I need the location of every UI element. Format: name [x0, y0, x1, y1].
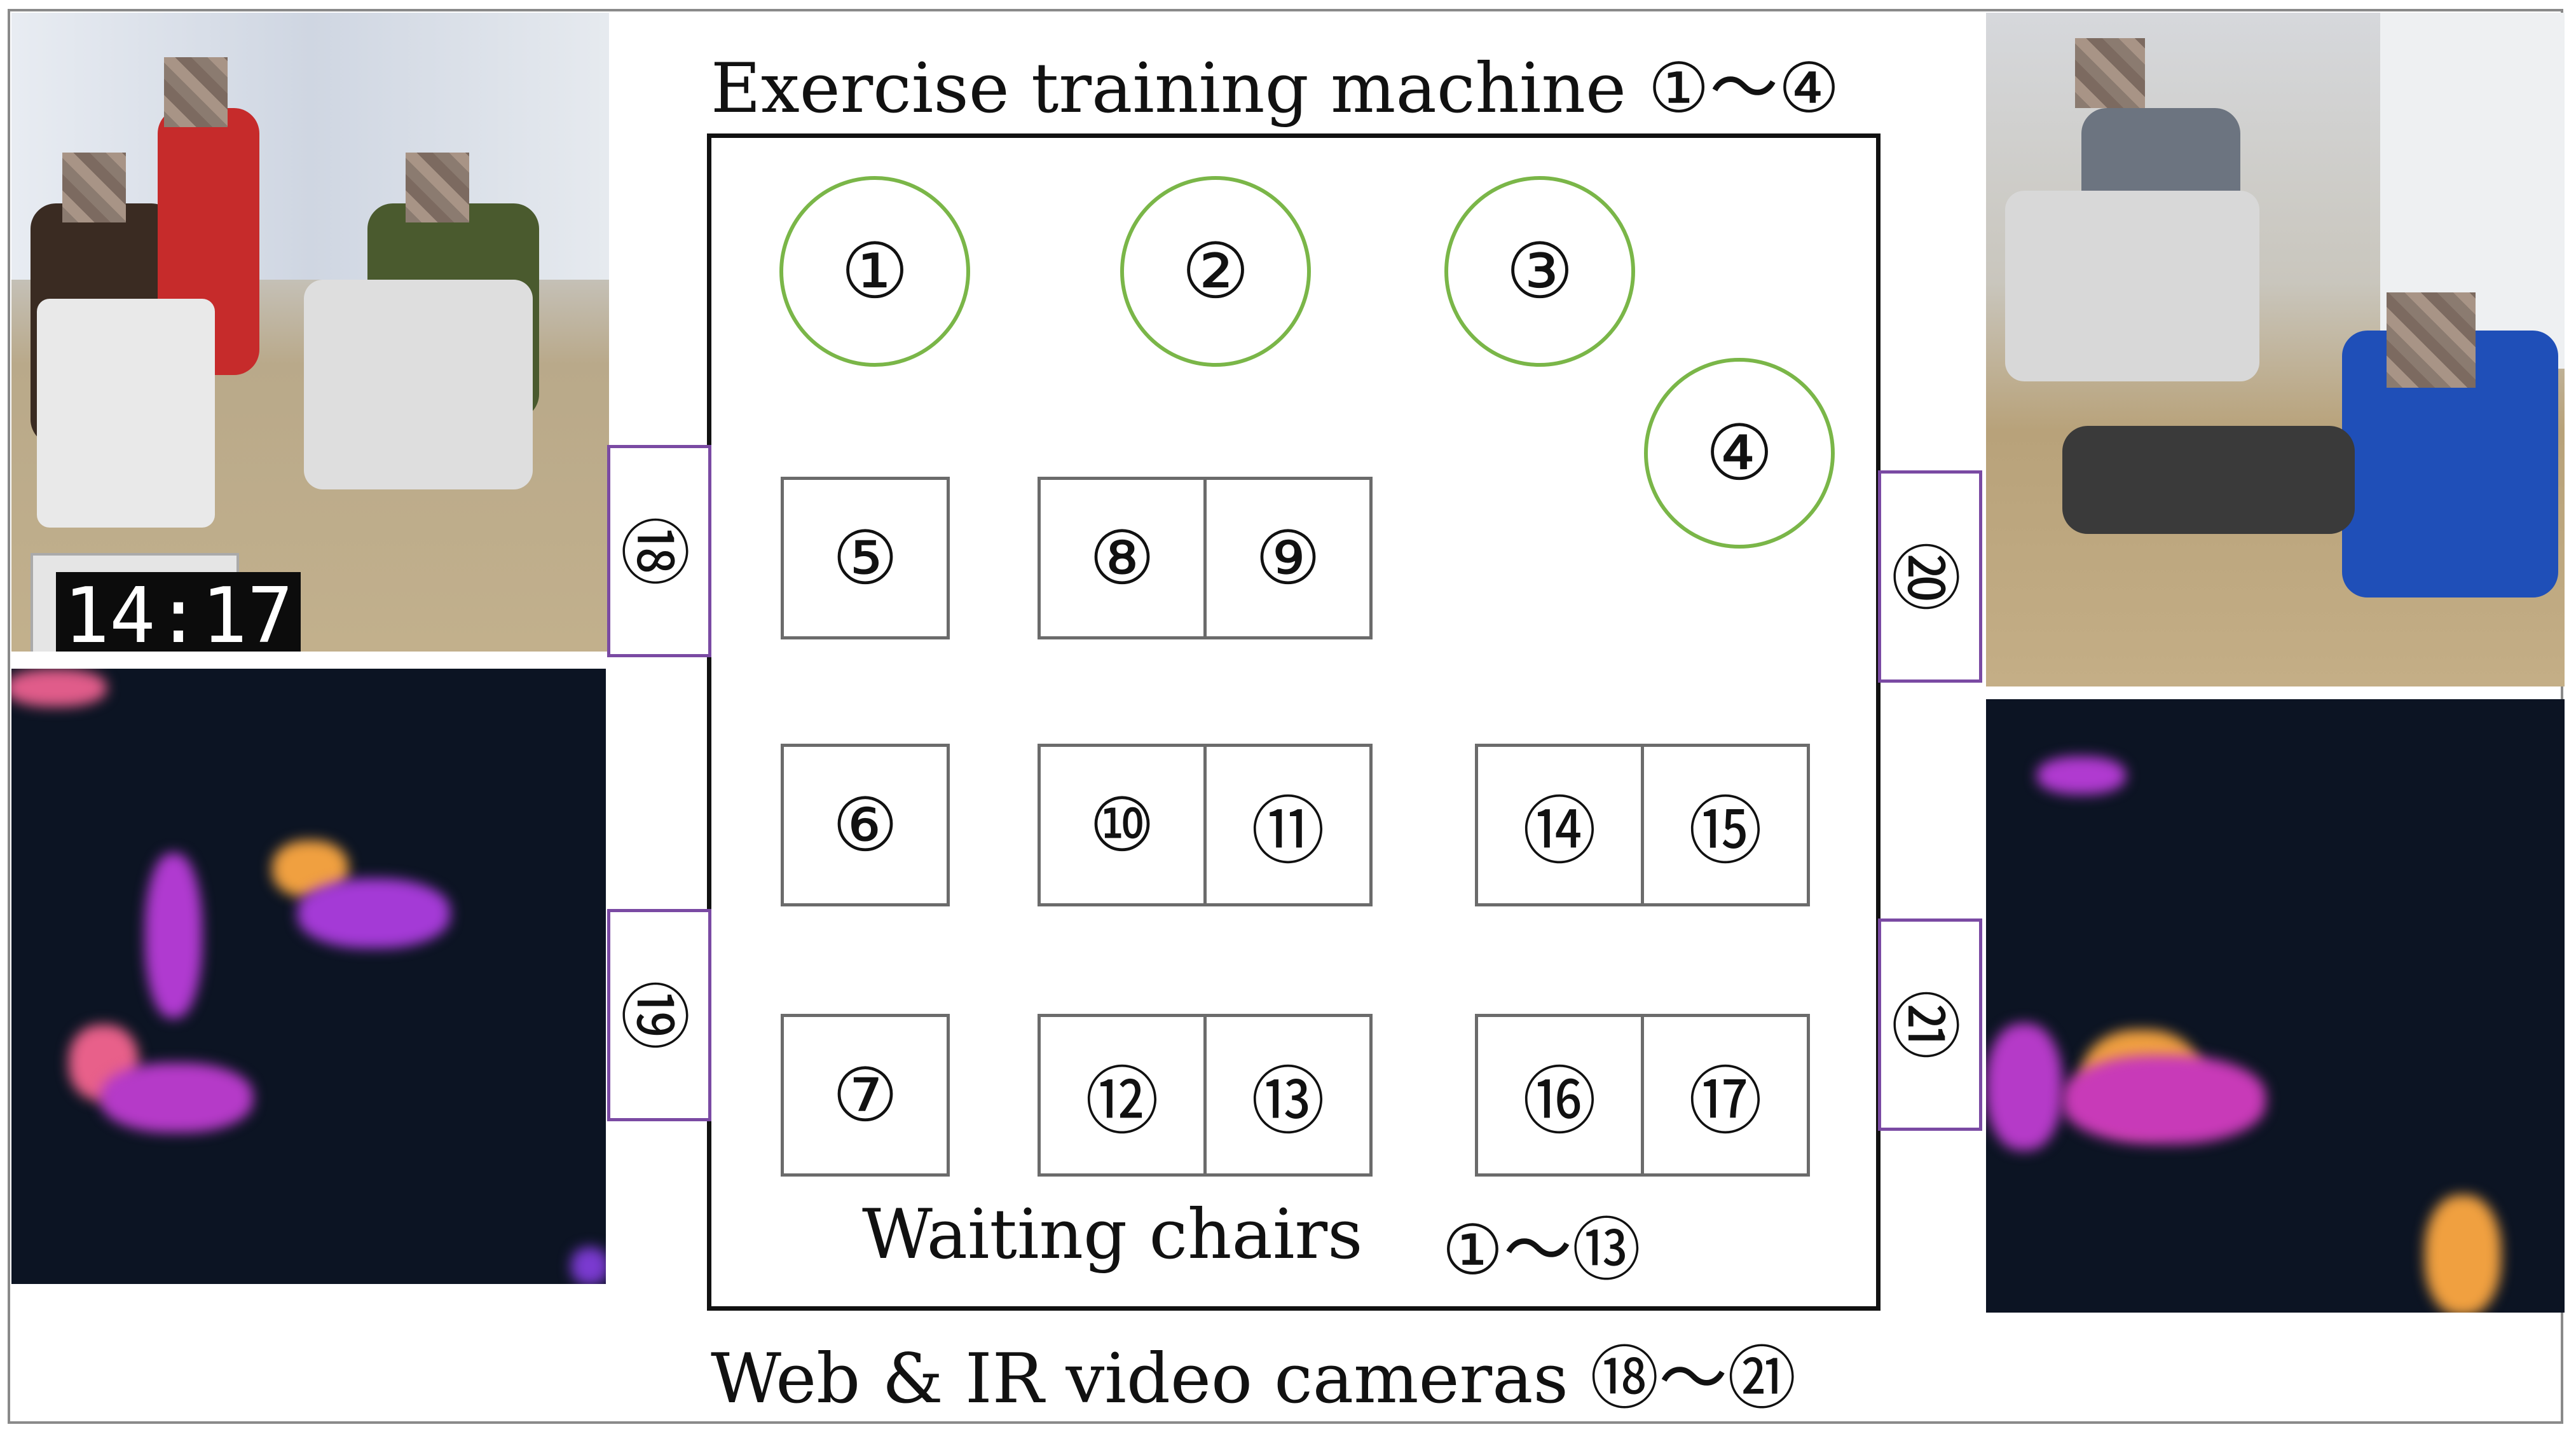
camera-19: ⑲ — [607, 909, 711, 1121]
chair-12: ⑫ — [1038, 1014, 1207, 1177]
diagram-title-top: Exercise training machine ①～④ — [711, 49, 1840, 128]
ir-image-right — [1986, 699, 2565, 1313]
room-floor-plan — [707, 133, 1881, 1311]
camera-19-label: ⑲ — [612, 980, 694, 1050]
waiting-chairs-label: Waiting chairs — [862, 1195, 1363, 1274]
photo-exercise-room-right — [1986, 13, 2565, 686]
chair-10: ⑩ — [1038, 744, 1207, 906]
camera-20-label: ⑳ — [1883, 542, 1964, 611]
machine-2: ② — [1120, 176, 1311, 367]
camera-18: ⑱ — [607, 445, 711, 657]
chair-6: ⑥ — [781, 744, 950, 906]
chair-14: ⑭ — [1475, 744, 1644, 906]
chair-7: ⑦ — [781, 1014, 950, 1177]
camera-18-label: ⑱ — [612, 516, 694, 586]
chair-13: ⑬ — [1203, 1014, 1373, 1177]
chair-15: ⑮ — [1641, 744, 1810, 906]
camera-21-label: ㉑ — [1883, 990, 1964, 1060]
ir-image-left — [11, 669, 606, 1284]
camera-21: ㉑ — [1878, 918, 1982, 1131]
camera-20: ⑳ — [1878, 470, 1982, 683]
machine-1: ① — [779, 176, 970, 367]
clock-display: 14:17 — [56, 572, 301, 652]
chair-17: ⑰ — [1641, 1014, 1810, 1177]
chair-8: ⑧ — [1038, 477, 1207, 639]
chair-16: ⑯ — [1475, 1014, 1644, 1177]
diagram-title-bottom: Web & IR video cameras ⑱～㉑ — [711, 1339, 1797, 1419]
waiting-chairs-range: ①～⑬ — [1442, 1211, 1641, 1290]
chair-5: ⑤ — [781, 477, 950, 639]
photo-exercise-room-left: 14:17 — [11, 13, 609, 652]
chair-11: ⑪ — [1203, 744, 1373, 906]
machine-4: ④ — [1644, 358, 1835, 549]
machine-3: ③ — [1444, 176, 1635, 367]
chair-9: ⑨ — [1203, 477, 1373, 639]
